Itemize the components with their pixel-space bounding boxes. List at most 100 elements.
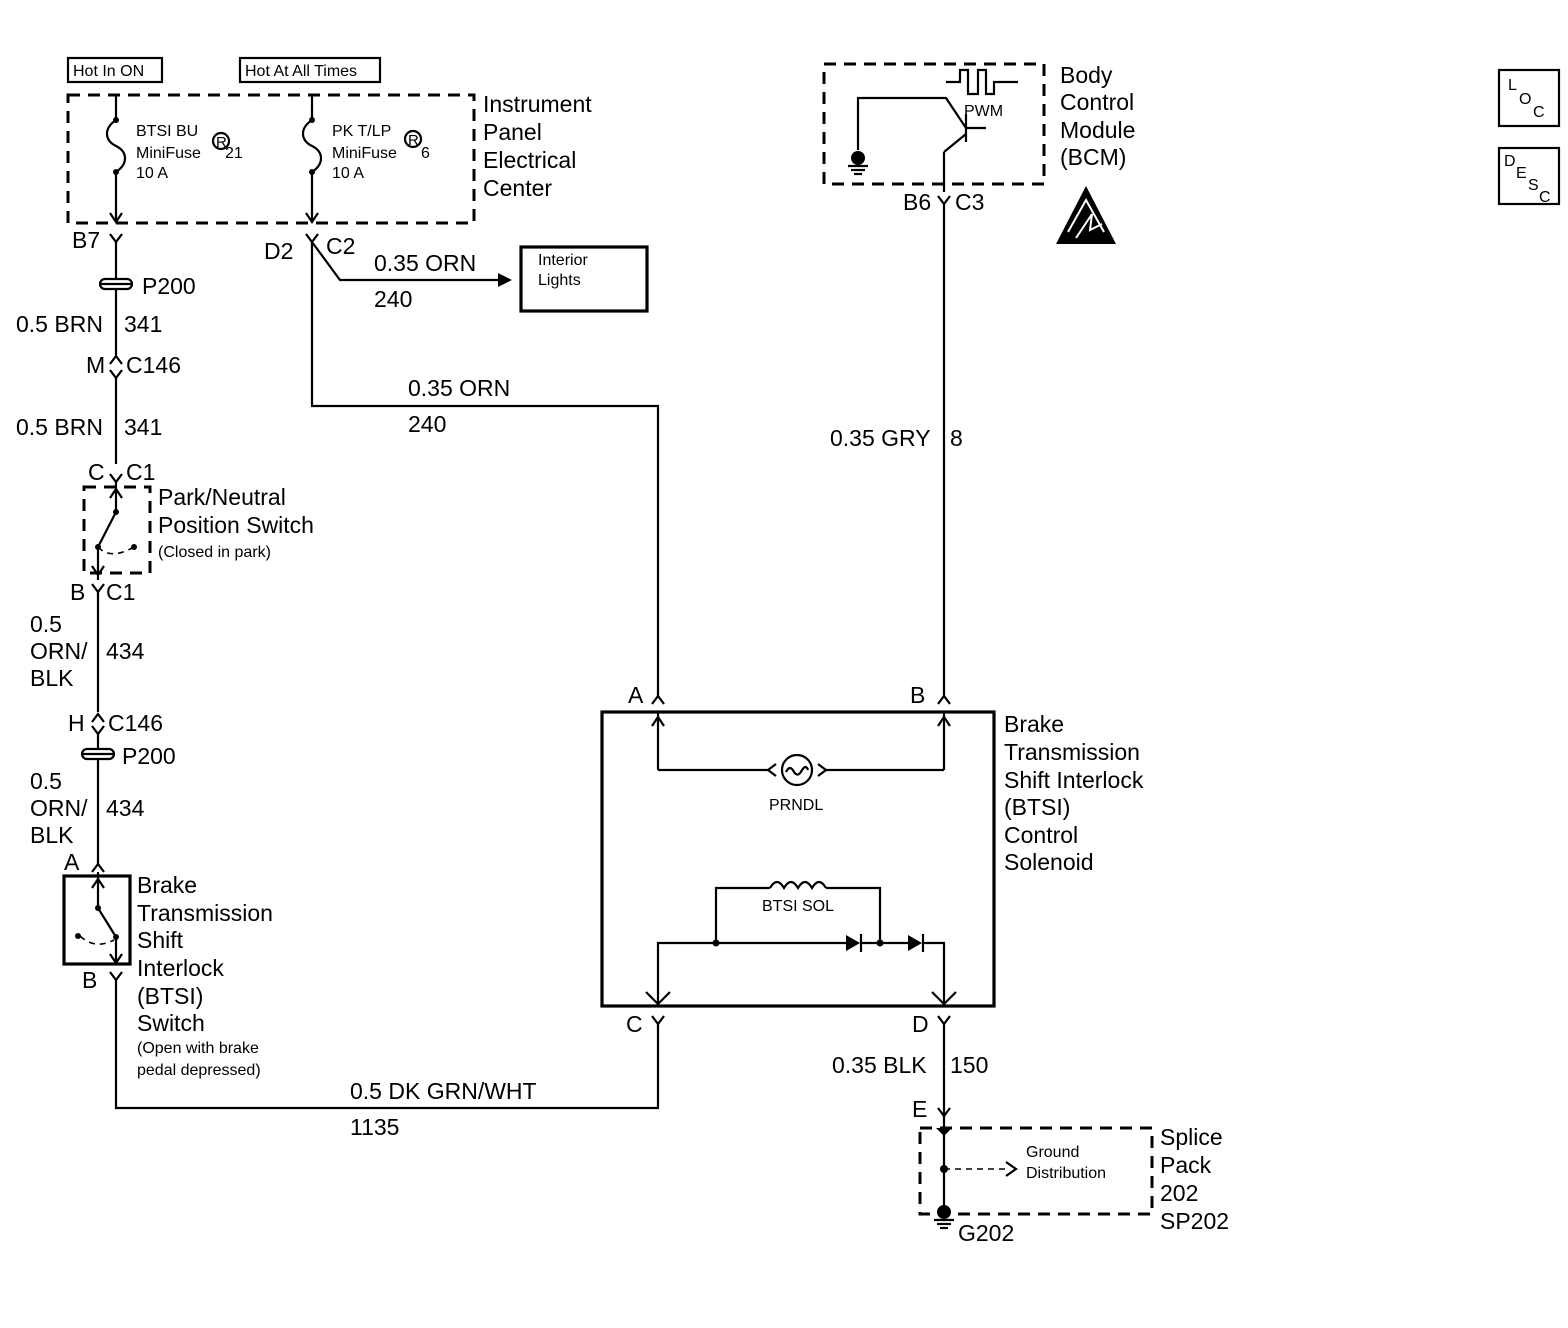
- svg-text:0.5: 0.5: [30, 768, 62, 794]
- svg-text:BTSI SOL: BTSI SOL: [762, 898, 834, 915]
- svg-text:0.5: 0.5: [30, 611, 62, 637]
- svg-text:C1: C1: [126, 459, 155, 485]
- svg-text:(BTSI): (BTSI): [1004, 794, 1070, 820]
- svg-text:C: C: [88, 459, 105, 485]
- diode-circuit: [645, 934, 957, 1006]
- btsi-solenoid-box: [600, 710, 996, 1008]
- svg-text:B7: B7: [72, 227, 100, 253]
- connector-b6-c3: B6 C3: [903, 189, 984, 215]
- svg-text:(BCM): (BCM): [1060, 144, 1126, 170]
- svg-text:Transmission: Transmission: [1004, 739, 1140, 765]
- wire-gry-circuit: 8: [950, 425, 963, 451]
- svg-text:Position Switch: Position Switch: [158, 512, 314, 538]
- svg-text:B6: B6: [903, 189, 931, 215]
- ipec-box: [66, 93, 476, 225]
- connector-sol-a: A: [628, 682, 665, 708]
- connector-p200-bottom: P200: [80, 743, 176, 769]
- svg-text:Lights: Lights: [538, 272, 581, 289]
- connector-p200-top: P200: [98, 273, 196, 299]
- svg-text:(BTSI): (BTSI): [137, 983, 203, 1009]
- svg-text:PRNDL: PRNDL: [769, 797, 823, 814]
- svg-text:C1: C1: [106, 579, 135, 605]
- park-neutral-label: Park/Neutral Position Switch (Closed in …: [158, 484, 314, 561]
- connector-d2-c2: D2 C2: [264, 233, 355, 264]
- wire-ornblk-lower-gauge: 0.5 ORN/ BLK: [30, 768, 88, 848]
- svg-text:(Open with brake: (Open with brake: [137, 1040, 259, 1057]
- svg-text:C: C: [1533, 104, 1545, 121]
- svg-text:Hot In ON: Hot In ON: [73, 63, 144, 80]
- svg-text:Interior: Interior: [538, 252, 588, 269]
- hot-at-all-times-tag: Hot At All Times: [238, 56, 382, 84]
- fuse-pk-tlp: PK T/LP MiniFuse R 6 10 A: [301, 95, 430, 224]
- wire-blk-circuit: 150: [950, 1052, 988, 1078]
- svg-text:Electrical: Electrical: [483, 147, 576, 173]
- svg-text:D2: D2: [264, 238, 293, 264]
- wire-brn-lower-gauge: 0.5 BRN: [16, 414, 103, 440]
- svg-text:MiniFuse: MiniFuse: [332, 145, 397, 162]
- park-neutral-switch: [82, 482, 152, 580]
- wire-gry-gauge: 0.35 GRY: [830, 425, 931, 451]
- svg-text:Panel: Panel: [483, 119, 542, 145]
- wire-dkgrn-circuit: 1135: [350, 1114, 399, 1140]
- ground-g202-label: G202: [958, 1220, 1014, 1246]
- svg-text:Ground: Ground: [1026, 1144, 1079, 1161]
- svg-text:6: 6: [421, 145, 430, 162]
- svg-text:Brake: Brake: [137, 872, 197, 898]
- svg-text:10 A: 10 A: [332, 165, 364, 182]
- desc-button[interactable]: D E S C: [1497, 146, 1561, 206]
- svg-text:Hot At All Times: Hot At All Times: [245, 63, 357, 80]
- bcm-label: Body Control Module (BCM): [1060, 62, 1135, 170]
- svg-text:202: 202: [1160, 1180, 1198, 1206]
- svg-text:C146: C146: [108, 710, 163, 736]
- svg-text:21: 21: [225, 145, 243, 162]
- svg-text:MiniFuse: MiniFuse: [136, 145, 201, 162]
- svg-text:PWM: PWM: [964, 103, 1003, 120]
- svg-text:Interlock: Interlock: [137, 955, 224, 981]
- connector-b7: B7: [72, 227, 123, 253]
- svg-text:B: B: [910, 682, 925, 708]
- svg-text:ORN/: ORN/: [30, 795, 88, 821]
- connector-c1-bottom: B C1: [70, 579, 135, 605]
- arrow-to-interior-lights: [498, 273, 512, 287]
- bcm-box: [822, 62, 1046, 186]
- btsi-solenoid-label: Brake Transmission Shift Interlock (BTSI…: [1004, 711, 1144, 875]
- wire-brn-upper-gauge: 0.5 BRN: [16, 311, 103, 337]
- svg-text:D: D: [912, 1011, 929, 1037]
- svg-text:P200: P200: [142, 273, 196, 299]
- svg-text:pedal depressed): pedal depressed): [137, 1062, 261, 1079]
- svg-text:P200: P200: [122, 743, 176, 769]
- loc-button[interactable]: L O C: [1497, 68, 1561, 128]
- svg-text:ORN/: ORN/: [30, 638, 88, 664]
- svg-text:Module: Module: [1060, 117, 1135, 143]
- svg-text:PK T/LP: PK T/LP: [332, 123, 391, 140]
- ipec-label: Instrument Panel Electrical Center: [483, 91, 592, 201]
- wire-blk-gauge: 0.35 BLK: [832, 1052, 927, 1078]
- svg-text:D: D: [1504, 153, 1516, 170]
- btsi-brake-switch: [62, 872, 132, 966]
- prndl-lamp: PRNDL: [651, 712, 951, 814]
- connector-c1-top: C C1: [88, 459, 155, 485]
- svg-text:BLK: BLK: [30, 822, 74, 848]
- bcm-pwm-driver: PWM: [848, 68, 1018, 192]
- interior-lights-box: Interior Lights: [519, 245, 649, 313]
- wire-dkgrn-gauge: 0.5 DK GRN/WHT: [350, 1078, 537, 1104]
- svg-text:S: S: [1528, 177, 1539, 194]
- wire-ornblk-upper-circuit: 434: [106, 638, 145, 664]
- svg-text:O: O: [1519, 91, 1531, 108]
- svg-text:SP202: SP202: [1160, 1208, 1229, 1234]
- splice-pack-label: Splice Pack 202 SP202: [1160, 1124, 1229, 1234]
- svg-text:A: A: [64, 849, 80, 875]
- hot-in-on-tag: Hot In ON: [66, 56, 164, 84]
- wire-orn-main: [310, 242, 660, 696]
- svg-text:R: R: [408, 132, 419, 149]
- svg-text:Shift Interlock: Shift Interlock: [1004, 767, 1144, 793]
- btsi-solenoid-coil: BTSI SOL: [714, 880, 882, 943]
- svg-text:(Closed in park): (Closed in park): [158, 544, 271, 561]
- svg-text:C: C: [626, 1011, 643, 1037]
- wire-ornblk-lower-circuit: 434: [106, 795, 145, 821]
- connector-c146-bottom: H C146: [68, 710, 163, 736]
- svg-text:BTSI BU: BTSI BU: [136, 123, 198, 140]
- svg-text:10 A: 10 A: [136, 165, 168, 182]
